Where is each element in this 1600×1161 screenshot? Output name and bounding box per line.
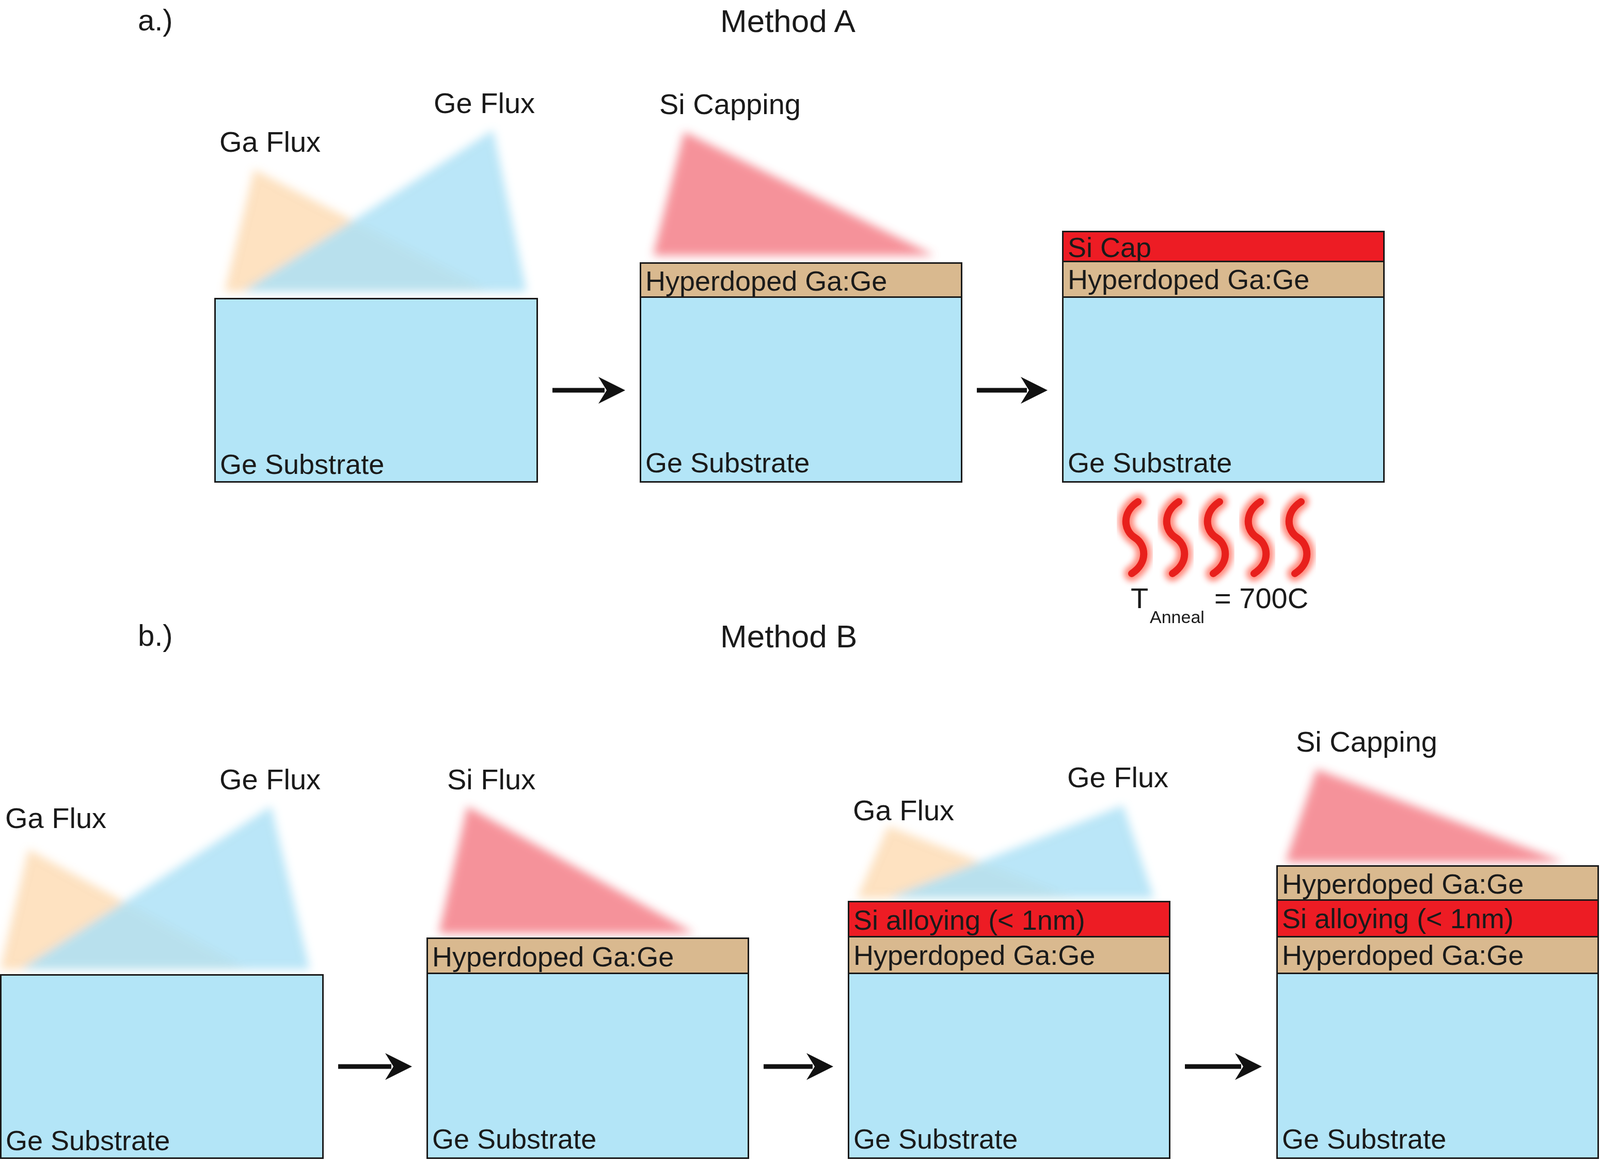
text-label: Ge Flux	[433, 88, 535, 118]
heat-wave	[1166, 501, 1185, 574]
process-arrow	[552, 376, 626, 404]
si-flux	[1285, 769, 1565, 863]
process-arrow	[1184, 1053, 1262, 1081]
process-arrow	[763, 1053, 834, 1081]
layer-label: Hyperdoped Ga:Ge	[645, 266, 887, 295]
heat-symbol	[1126, 501, 1308, 574]
layer-label: Hyperdoped Ga:Ge	[1281, 941, 1524, 970]
text-label: T	[1130, 583, 1149, 613]
text-label: Anneal	[1149, 608, 1205, 626]
substrate-box: Ge Substrate	[639, 297, 963, 483]
si-flux	[438, 806, 695, 934]
text-label: Si Flux	[447, 765, 536, 795]
layer-label: Hyperdoped Ga:Ge	[1067, 265, 1310, 294]
layer-label: Si alloying (< 1nm)	[853, 906, 1086, 934]
heat-wave	[1207, 501, 1226, 574]
layer-box: Si Cap	[1062, 230, 1385, 263]
arrow-head	[385, 1053, 413, 1081]
text-label: Ge Flux	[1067, 763, 1169, 792]
arrow-shaft	[1184, 1064, 1242, 1070]
heat-wave	[1248, 501, 1267, 574]
substrate-box: Ge Substrate	[1276, 974, 1599, 1160]
text-label: Method B	[720, 620, 858, 653]
arrow-head	[598, 376, 626, 404]
text-label: Ge Flux	[219, 765, 321, 795]
substrate-box: Ge Substrate	[426, 974, 750, 1160]
layer-label: Ge Substrate	[432, 1125, 597, 1153]
layer-box: Si alloying (< 1nm)	[1276, 900, 1599, 938]
text-label: a.)	[137, 5, 173, 36]
text-label: = 700C	[1214, 583, 1309, 613]
process-arrow	[338, 1053, 413, 1081]
arrow-head	[806, 1053, 834, 1081]
layer-box: Hyperdoped Ga:Ge	[1276, 937, 1599, 975]
text-label: Si Capping	[1295, 727, 1438, 757]
layer-label: Si alloying (< 1nm)	[1281, 904, 1514, 933]
text-label: Method A	[720, 5, 856, 38]
arrow-head	[1020, 376, 1048, 404]
layer-label: Hyperdoped Ga:Ge	[853, 941, 1096, 970]
arrow-head	[1234, 1053, 1262, 1081]
text-label: Ga Flux	[219, 127, 321, 157]
layer-label: Ge Substrate	[645, 448, 810, 477]
arrow-shaft	[552, 388, 605, 393]
arrow-shaft	[763, 1064, 813, 1070]
heat-glow	[1207, 501, 1226, 574]
layer-label: Hyperdoped Ga:Ge	[432, 942, 674, 971]
layer-label: Ge Substrate	[5, 1126, 170, 1155]
layer-box: Hyperdoped Ga:Ge	[847, 937, 1171, 975]
arrow-shaft	[338, 1064, 392, 1070]
text-label: Si Capping	[659, 89, 801, 119]
substrate-box: Ge Substrate	[847, 974, 1171, 1160]
text-label: b.)	[137, 620, 173, 651]
layer-box: Hyperdoped Ga:Ge	[639, 262, 963, 298]
si-flux	[653, 131, 935, 256]
heat-glow	[1289, 501, 1308, 574]
substrate-box: Ge Substrate	[1062, 297, 1385, 483]
layer-box: Hyperdoped Ga:Ge	[1062, 262, 1385, 298]
process-arrow	[976, 376, 1048, 404]
heat-wave	[1289, 501, 1308, 574]
layer-label: Ge Substrate	[1281, 1125, 1447, 1153]
substrate-box: Ge Substrate	[214, 297, 538, 483]
layer-box: Hyperdoped Ga:Ge	[1276, 865, 1599, 901]
layer-box: Si alloying (< 1nm)	[847, 900, 1171, 938]
heat-glow	[1126, 501, 1145, 574]
heat-glow	[1166, 501, 1185, 574]
text-label: Ga Flux	[5, 803, 107, 833]
layer-label: Hyperdoped Ga:Ge	[1281, 869, 1524, 898]
layer-label: Ge Substrate	[853, 1125, 1018, 1153]
arrow-shaft	[976, 388, 1027, 393]
layer-label: Ge Substrate	[1067, 448, 1232, 477]
substrate-box: Ge Substrate	[0, 974, 324, 1160]
heat-wave	[1126, 501, 1145, 574]
layer-box: Hyperdoped Ga:Ge	[426, 937, 750, 975]
heat-glow	[1248, 501, 1267, 574]
layer-label: Ge Substrate	[219, 450, 385, 479]
layer-label: Si Cap	[1067, 233, 1152, 262]
text-label: Ga Flux	[852, 796, 955, 826]
